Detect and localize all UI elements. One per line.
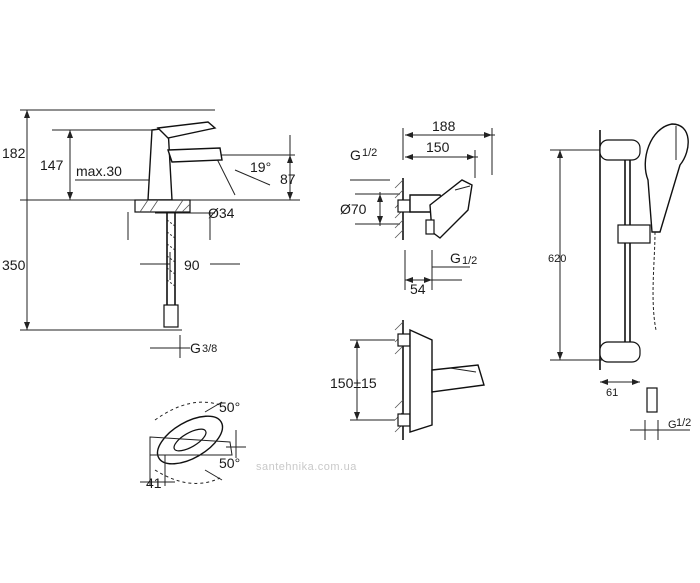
dim-61: 61 xyxy=(606,387,618,399)
dim-diameter-70: Ø70 xyxy=(340,201,367,217)
thread-basin-fraction: 3/8 xyxy=(202,343,217,355)
dim-angle-50-top: 50° xyxy=(219,399,240,415)
dim-54: 54 xyxy=(410,281,426,297)
dim-height-620: 620 xyxy=(548,253,566,265)
basin-mixer-top-view xyxy=(140,401,246,486)
thread-rail-letter: G xyxy=(668,419,677,431)
dim-188: 188 xyxy=(432,118,456,134)
dim-height-147: 147 xyxy=(40,157,64,173)
dim-length-350: 350 xyxy=(2,257,26,273)
dim-angle-50-bottom: 50° xyxy=(219,455,240,471)
dim-max-30: max.30 xyxy=(76,163,122,179)
watermark-text: santehnika.com.ua xyxy=(256,461,357,473)
thread-shower-bottom-letter: G xyxy=(450,250,461,266)
basin-mixer-side-view xyxy=(20,109,300,358)
shower-mixer-side-view xyxy=(350,128,495,290)
shower-rail-view xyxy=(550,123,690,440)
dim-angle-19: 19° xyxy=(250,159,271,175)
dim-41: 41 xyxy=(146,475,162,491)
thread-shower-bottom-fraction: 1/2 xyxy=(462,255,477,267)
thread-shower-top-letter: G xyxy=(350,147,361,163)
thread-shower-top-fraction: 1/2 xyxy=(362,147,377,159)
thread-basin-letter: G xyxy=(190,340,201,356)
thread-rail-fraction: 1/2 xyxy=(676,417,691,429)
dim-87: 87 xyxy=(280,171,296,187)
dim-spacing-150: 150±15 xyxy=(330,375,377,391)
dim-length-90: 90 xyxy=(184,257,200,273)
dim-150: 150 xyxy=(426,139,450,155)
dim-diameter-34: Ø34 xyxy=(208,205,235,221)
shower-mixer-front-view xyxy=(350,320,485,440)
dim-height-182: 182 xyxy=(2,145,26,161)
